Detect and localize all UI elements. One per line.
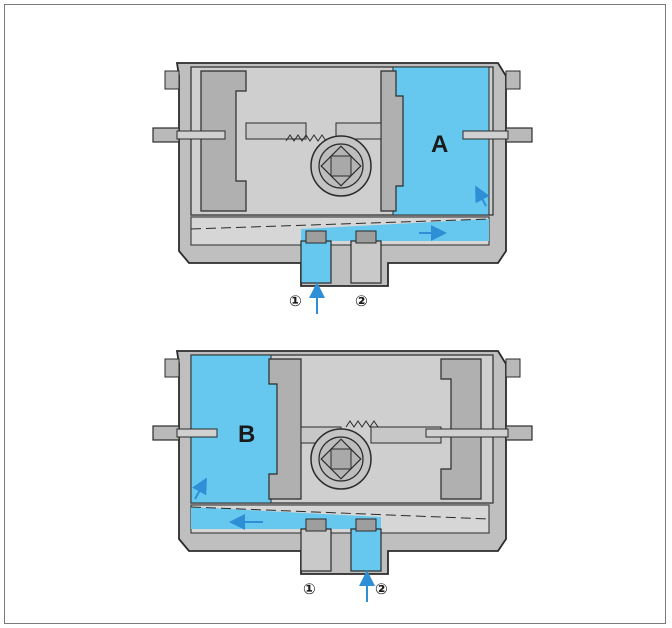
port-label: ② [355,292,368,310]
end-bolt-icon [425,358,533,441]
bottom-actuator-diagram: B ① ② [152,350,533,602]
top-actuator-diagram: A ① ② [152,62,533,314]
rack-teeth-icon [285,134,327,142]
air-flow-arrow-icon [475,185,490,207]
right-rack [335,122,382,140]
port-label: ① [289,292,302,310]
port-fitting-1 [300,518,332,572]
port-fitting-1 [300,230,332,284]
chamber-label: B [238,421,255,448]
figure-frame: A ① ② [4,4,666,624]
pinion-gear-icon [310,428,372,490]
air-flow-arrow-icon [192,477,207,500]
port-fitting-2 [350,230,382,284]
end-bolt-icon [462,70,533,143]
pinion-gear-icon [310,135,372,197]
port-label: ② [375,580,388,598]
left-piston [268,358,302,500]
rack-teeth-icon [345,420,379,428]
chamber-label: A [431,131,448,158]
left-rack [245,122,307,140]
actuator-diagram-canvas: A ① ② [152,62,533,602]
end-bolt-icon [152,358,218,441]
left-piston [200,70,247,212]
right-piston [380,70,404,212]
port-fitting-2 [350,518,382,572]
end-bolt-icon [152,70,226,143]
port-label: ① [303,580,316,598]
